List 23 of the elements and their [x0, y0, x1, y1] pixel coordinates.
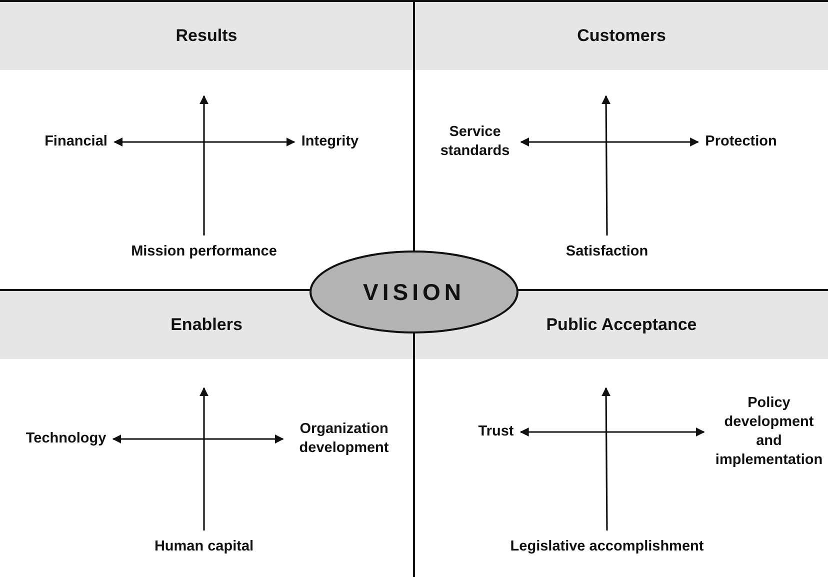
label-text: Policy development and implementation [711, 394, 827, 470]
label-text: Organization development [290, 420, 398, 458]
label-text: Human capital [154, 538, 254, 556]
label-text: Protection [705, 132, 777, 152]
label-text: Service standards [436, 123, 514, 161]
panel-header: Results [0, 2, 413, 70]
arrow [520, 138, 700, 146]
arrow [200, 387, 208, 530]
label-text: Trust [478, 422, 514, 442]
arrow [200, 95, 208, 236]
ellipse-node [309, 250, 519, 334]
label-text: Legislative accomplishment [510, 538, 704, 556]
label-text: Financial [44, 132, 108, 152]
label-text: Satisfaction [566, 242, 648, 262]
panel-header: Customers [415, 2, 828, 70]
arrow [520, 428, 705, 436]
label-text: Technology [26, 430, 106, 448]
arrow [114, 138, 296, 146]
arrow [602, 95, 611, 236]
arrow [112, 434, 284, 444]
label-text: Integrity [301, 132, 359, 152]
arrow [602, 387, 611, 530]
label-text: Mission performance [131, 242, 277, 262]
